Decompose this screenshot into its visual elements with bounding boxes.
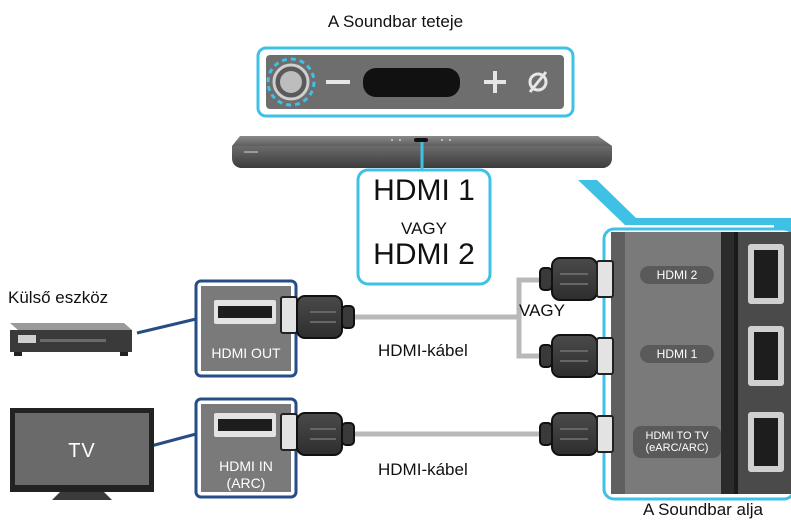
hdmi-in-line1: HDMI IN [219, 458, 273, 474]
external-device [10, 323, 132, 356]
soundbar-top-title: A Soundbar teteje [327, 12, 464, 31]
or-label: VAGY [519, 301, 565, 320]
hdmi-plug-bar-2 [539, 257, 614, 301]
callout-hdmi1: HDMI 1 [373, 174, 475, 207]
soundbar-top-panel [256, 46, 575, 118]
soundbar-bottom-panel [578, 180, 791, 501]
port-label-hdmi-to-tv: HDMI TO TV (eARC/ARC) [632, 430, 722, 454]
hdmi2-port [748, 244, 784, 304]
cable-label-2: HDMI-kábel [378, 460, 468, 479]
hdmi-in-line2: (ARC) [226, 475, 266, 491]
multi-function-button-icon [266, 57, 316, 107]
tv-port-box [194, 397, 298, 499]
volume-down-icon [326, 80, 350, 84]
display-window [363, 68, 460, 97]
hdmi-plug-bar-tv [539, 412, 614, 456]
external-device-port-box [194, 279, 298, 378]
hdmi-plug-ext [280, 295, 355, 339]
cable-label-1: HDMI-kábel [378, 341, 468, 360]
hdmi-to-tv-line1: HDMI TO TV [645, 430, 709, 442]
hdmi-out-label: HDMI OUT [211, 345, 281, 361]
hdmi-to-tv-line2: (eARC/ARC) [645, 442, 709, 454]
hdmi-to-tv-port [748, 412, 784, 472]
port-label-hdmi1: HDMI 1 [656, 347, 698, 361]
hdmi-plug-bar-1 [539, 334, 614, 378]
hdmi-in-label: HDMI IN (ARC) [203, 458, 289, 492]
callout-or: VAGY [401, 219, 447, 238]
hdmi-cable-1 [352, 277, 548, 359]
tv-set [10, 408, 154, 500]
volume-up-icon [484, 71, 506, 93]
port-label-hdmi2: HDMI 2 [656, 268, 698, 282]
callout-hdmi2: HDMI 2 [373, 238, 475, 271]
external-device-label: Külső eszköz [8, 288, 109, 307]
hdmi-callout-box [356, 168, 492, 286]
mic-off-icon [528, 71, 548, 93]
hdmi1-port [748, 326, 784, 386]
hdmi-plug-tv [280, 412, 355, 456]
soundbar-bottom-title: A Soundbar alja [642, 500, 764, 519]
tv-label: TV [68, 440, 96, 462]
